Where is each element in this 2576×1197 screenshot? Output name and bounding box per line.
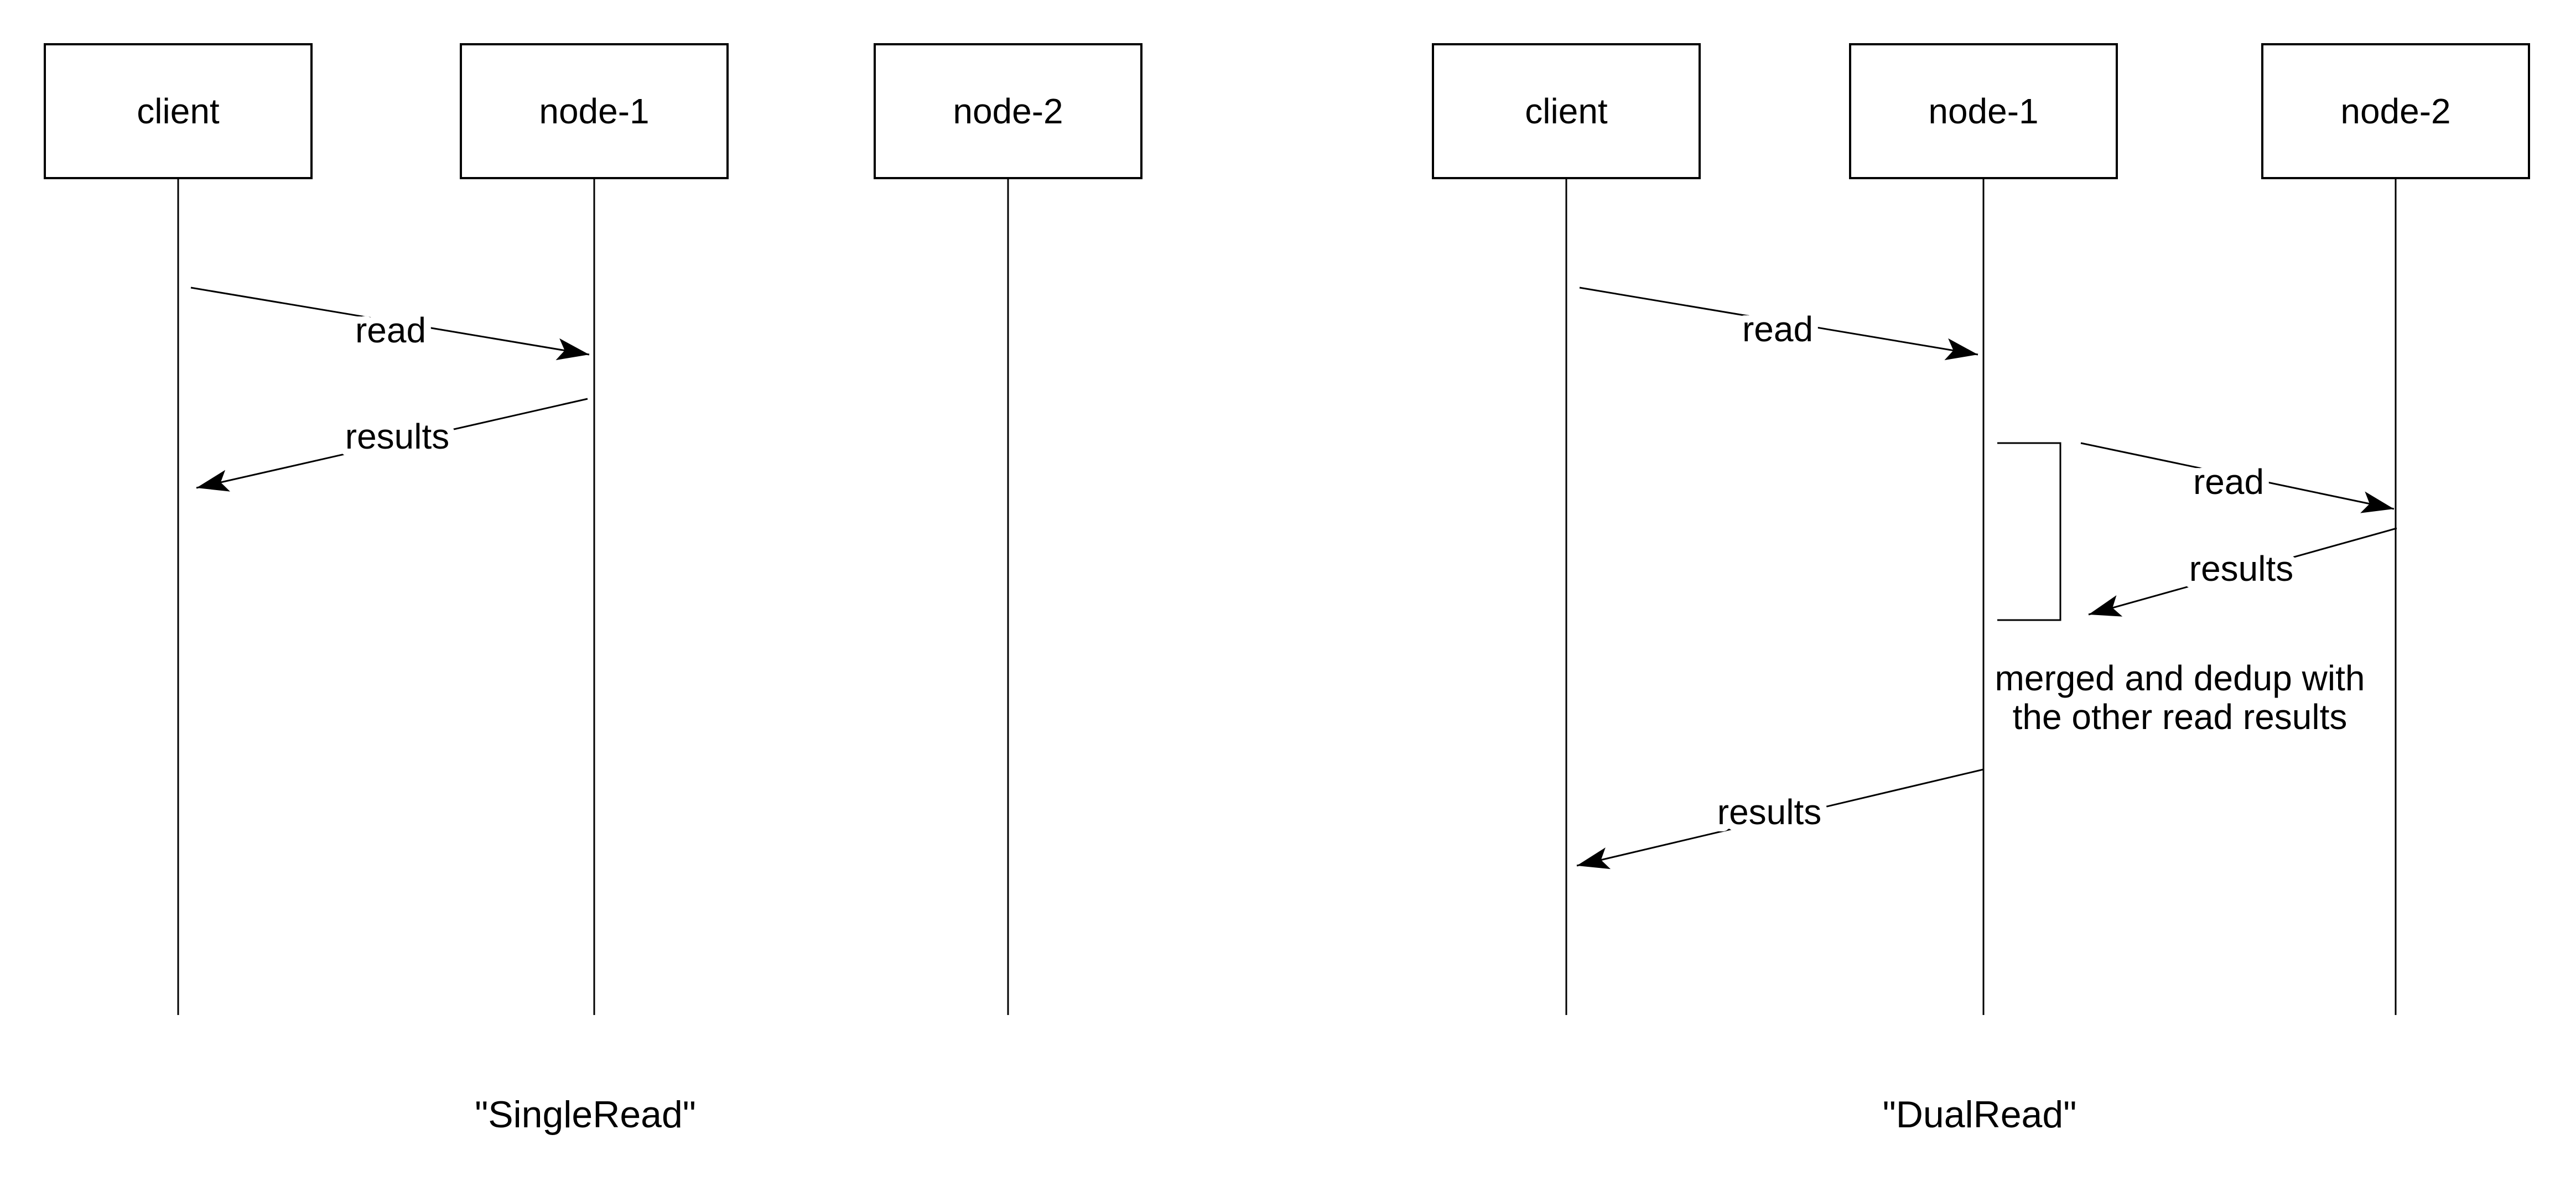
actor-label-node-2: node-2 — [953, 91, 1063, 131]
message-label-results-1: results — [2189, 549, 2294, 589]
diagram-caption-dual-read: "DualRead" — [1883, 1094, 2077, 1136]
actor-box-client — [44, 43, 313, 179]
actor-box-node-1 — [460, 43, 729, 179]
message-label-read-1: read — [1742, 309, 1813, 349]
diagram-single-read: client node-1 node-2 read results "Singl… — [44, 43, 1142, 1136]
actor-box-node-2 — [2261, 43, 2530, 179]
actor-box-client — [1432, 43, 1701, 179]
actor-label-node-1: node-1 — [539, 91, 649, 131]
actor-label-node-1: node-1 — [1928, 91, 2038, 131]
actor-label-client: client — [1525, 91, 1608, 131]
message-label-results-2: results — [1717, 792, 1822, 832]
note-line-1: merged and dedup with — [1995, 658, 2365, 698]
message-label-read: read — [355, 310, 426, 350]
diagram-caption-single-read: "SingleRead" — [475, 1094, 696, 1136]
message-arrow-results-2 — [1576, 768, 1984, 870]
message-arrow-read-1 — [1579, 287, 1978, 361]
message-arrow-results — [196, 398, 588, 492]
message-arrow-read-2 — [2080, 442, 2395, 513]
actor-box-node-2 — [874, 43, 1142, 179]
message-arrow-read — [190, 287, 590, 361]
diagram-dual-read: client node-1 node-2 read read results m… — [1432, 43, 2530, 1136]
message-label-read-2: read — [2193, 462, 2264, 502]
message-label-results: results — [345, 417, 450, 456]
actor-box-node-1 — [1849, 43, 2118, 179]
actor-label-client: client — [137, 91, 220, 131]
message-arrow-results-1 — [2088, 527, 2397, 617]
note-line-2: the other read results — [2013, 697, 2348, 737]
activation-bracket — [1997, 442, 2061, 621]
actor-label-node-2: node-2 — [2340, 91, 2450, 131]
